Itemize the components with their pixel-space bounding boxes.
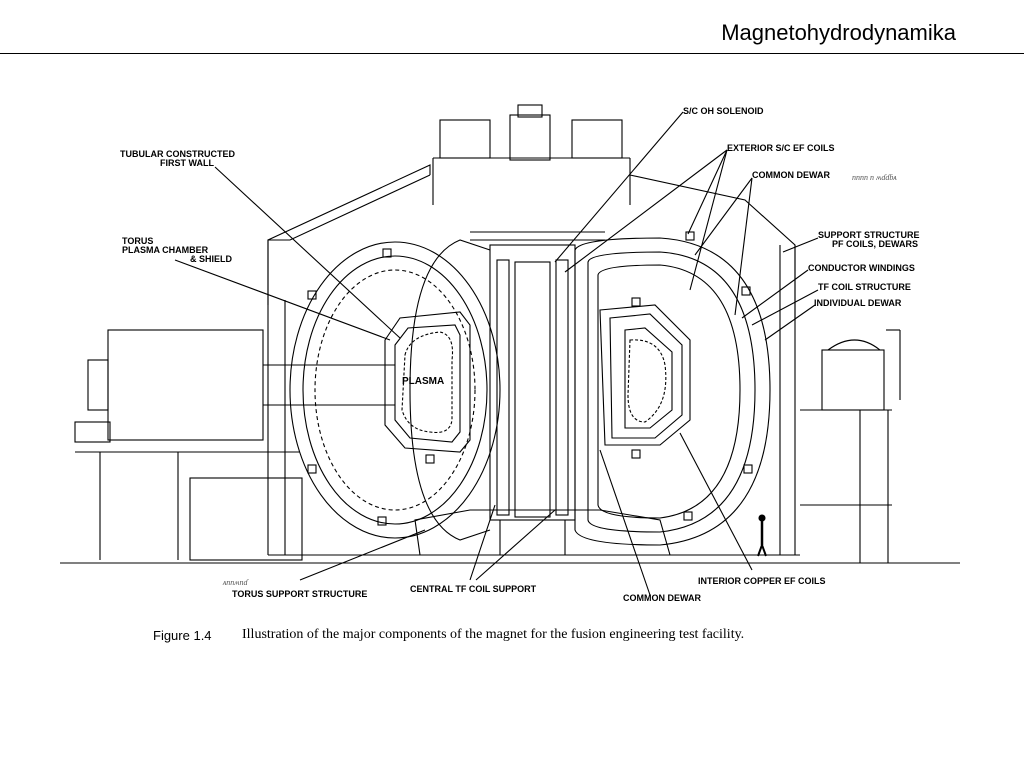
label-tubular-first-wall-1: TUBULAR CONSTRUCTED [120, 149, 235, 159]
handwritten-note-top: ᴨᴨᴨᴨ ᴨ ʍɗɗɓᴀ [852, 173, 897, 182]
label-common-dewar-top: COMMON DEWAR [752, 170, 830, 180]
label-plasma: PLASMA [402, 376, 444, 387]
label-tubular-first-wall-2: FIRST WALL [160, 158, 214, 168]
label-torus-1: TORUS [122, 236, 153, 246]
figure-caption-text: Illustration of the major components of … [242, 627, 744, 642]
label-support-structure-2: PF COILS, DEWARS [832, 239, 918, 249]
label-individual-dewar: INDIVIDUAL DEWAR [814, 298, 902, 308]
label-exterior-ef-coils: EXTERIOR S/C EF COILS [727, 143, 835, 153]
label-torus-2: PLASMA CHAMBER [122, 245, 209, 255]
machine-drawing [60, 104, 960, 596]
label-oh-solenoid: S/C OH SOLENOID [683, 106, 764, 116]
title-divider [0, 53, 1024, 54]
label-conductor-windings: CONDUCTOR WINDINGS [808, 263, 915, 273]
label-tf-coil-structure: TF COIL STRUCTURE [818, 282, 911, 292]
figure-caption-number: Figure 1.4 [153, 628, 212, 643]
slide-title: Magnetohydrodynamika [721, 20, 956, 45]
label-common-dewar-bottom: COMMON DEWAR [623, 593, 701, 603]
label-interior-copper-ef-coils: INTERIOR COPPER EF COILS [698, 576, 826, 586]
handwritten-note-bottom: ᴀᴨᴨʍᴨɗ [222, 578, 250, 587]
label-support-structure-1: SUPPORT STRUCTURE [818, 230, 920, 240]
label-central-tf-coil-support: CENTRAL TF COIL SUPPORT [410, 584, 537, 594]
label-torus-3: & SHIELD [190, 254, 233, 264]
label-torus-support-structure: TORUS SUPPORT STRUCTURE [232, 589, 367, 599]
